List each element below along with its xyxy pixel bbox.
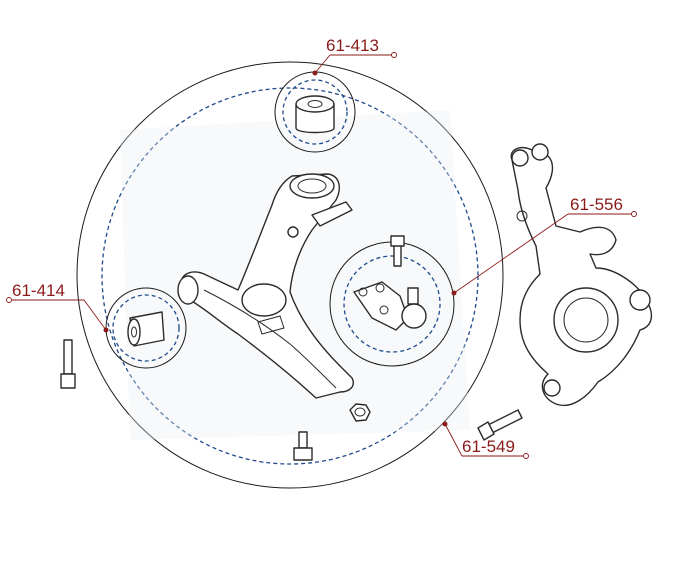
bottom-bolt-head (293, 447, 313, 461)
callout-left-end (6, 297, 12, 303)
steering-knuckle (510, 143, 653, 407)
callout-top-leader (314, 54, 331, 74)
arm-small-hole (287, 226, 299, 238)
arm-edge-line (203, 289, 337, 389)
callout-top-dot (312, 70, 318, 76)
callout-bottom: 61-549 (442, 421, 529, 459)
lower-control-arm (177, 173, 354, 399)
nut (349, 403, 371, 422)
ball-joint-hole-2 (375, 283, 385, 293)
knuckle-hub-bore-outer (553, 287, 619, 353)
top-bushing-detail (274, 71, 356, 153)
arm-center-hole (241, 283, 287, 317)
arm-bushing-socket (289, 173, 335, 199)
ball-joint-stud (407, 287, 419, 305)
left-bushing-detail (105, 287, 187, 369)
knuckle-body (510, 146, 653, 407)
top-bushing-top (295, 95, 335, 113)
callout-right: 61-556 (451, 195, 637, 296)
callout-bottom-label: 61-549 (462, 437, 515, 456)
left-bolt (60, 339, 76, 389)
callout-left-leader (83, 299, 107, 331)
ball-joint-ball (401, 303, 427, 329)
callout-top-end (391, 52, 397, 58)
arm-front-eye (177, 275, 199, 305)
top-bushing-hole (307, 100, 323, 108)
top-detail-dashed (282, 79, 348, 145)
callout-bottom-leader (444, 423, 463, 457)
callout-top: 61-413 (312, 36, 397, 76)
ball-joint-detail-dashed (343, 255, 441, 353)
knuckle-hub-bore-inner (563, 297, 609, 343)
knuckle-upper-eye-2 (531, 143, 549, 161)
bottom-bolt (293, 431, 313, 461)
arm-bushing-socket-inner (297, 178, 327, 194)
ball-joint-hole-1 (358, 287, 368, 297)
callout-right-end (631, 211, 637, 217)
bottom-bolt-shank (298, 431, 308, 449)
left-bolt-head (60, 373, 76, 389)
assembly-outer-circle (76, 61, 504, 489)
ball-joint-hole-3 (379, 305, 389, 315)
knuckle-mount-hole (516, 210, 528, 222)
nut-body (349, 403, 371, 422)
knuckle-bolt-head (477, 421, 495, 441)
knuckle-bolt (477, 409, 523, 441)
knuckle-upper-eye (511, 149, 529, 167)
ball-joint-bolt-head (390, 235, 405, 247)
callout-left-label: 61-414 (12, 281, 65, 300)
arm-slot (257, 315, 285, 335)
nut-hole (354, 407, 366, 417)
left-detail-dashed (112, 294, 180, 362)
background-shading (120, 110, 470, 440)
ball-joint-detail (329, 235, 455, 367)
control-arm-assembly (76, 61, 504, 489)
left-bushing-hole (131, 326, 137, 338)
callout-top-label: 61-413 (326, 36, 379, 55)
callout-right-leader (453, 213, 569, 294)
knuckle-lower-eye (543, 379, 561, 397)
callout-right-label: 61-556 (570, 195, 623, 214)
callout-left-dot (103, 327, 109, 333)
arm-bracket (311, 201, 353, 227)
callout-left: 61-414 (6, 281, 109, 333)
left-bushing-face (127, 318, 141, 346)
callout-bottom-dot (442, 421, 448, 427)
ball-joint-bolt-shank (393, 243, 402, 267)
knuckle-steering-arm-eye (629, 289, 651, 311)
callout-right-dot (451, 290, 457, 296)
left-bolt-shank (63, 339, 73, 375)
callout-bottom-end (523, 453, 529, 459)
